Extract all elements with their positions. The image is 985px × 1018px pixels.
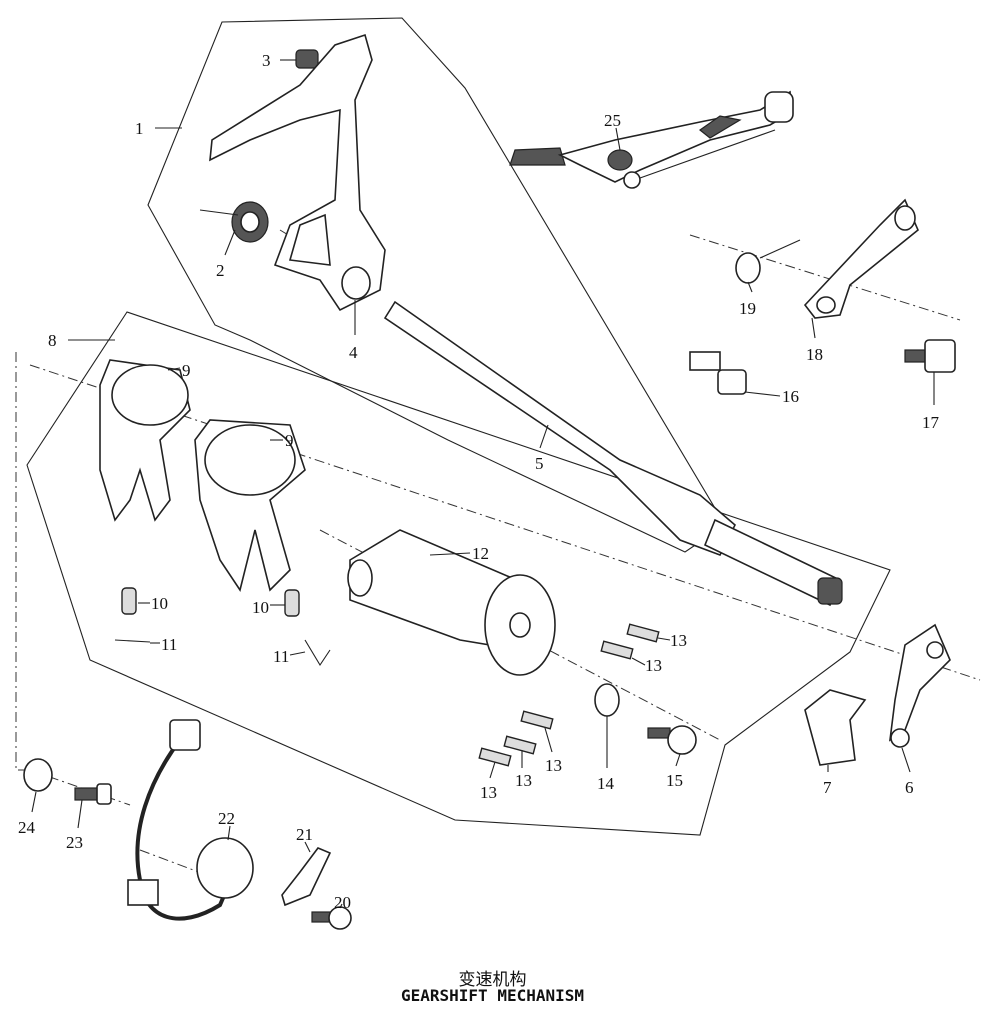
gear-pedal-part-25 <box>509 90 794 189</box>
part-label: 23 <box>66 833 83 852</box>
part-label: 2 <box>216 261 225 280</box>
pins-part-13 <box>478 623 660 767</box>
gear-sensor-part-22 <box>127 719 254 921</box>
bolt-part-23 <box>74 783 112 805</box>
group-8-outline <box>26 311 891 836</box>
clip-part-11b <box>304 639 331 667</box>
spring-part-2 <box>199 201 269 243</box>
part-label: 19 <box>739 299 756 318</box>
shift-fork-part-9b <box>194 419 306 592</box>
washer-part-14 <box>594 683 620 717</box>
reference-line <box>15 352 30 771</box>
part-label: 10 <box>151 594 168 613</box>
plate-part-21 <box>281 847 332 907</box>
pin-part-10b <box>284 589 300 617</box>
part-label: 3 <box>262 51 271 70</box>
part-label: 7 <box>823 778 832 797</box>
part-label: 12 <box>472 544 489 563</box>
part-label: 10 <box>252 598 269 617</box>
part-label: 11 <box>161 635 177 654</box>
shift-fork-part-9 <box>99 359 191 522</box>
part-label: 8 <box>48 331 57 350</box>
part-label: 6 <box>905 778 914 797</box>
part-label: 11 <box>273 647 289 666</box>
part-label: 5 <box>535 454 544 473</box>
part-label: 25 <box>604 111 621 130</box>
part-label: 16 <box>782 387 799 406</box>
part-label: 20 <box>334 893 351 912</box>
leader-lines <box>31 59 935 909</box>
part-label: 13 <box>670 631 687 650</box>
link-part-18 <box>803 198 919 319</box>
part-label: 13 <box>645 656 662 675</box>
spring-part-19 <box>735 239 801 284</box>
bolt-part-17 <box>904 339 956 373</box>
part-label: 21 <box>296 825 313 844</box>
part-label: 13 <box>545 756 562 775</box>
part-label: 9 <box>182 361 191 380</box>
part-label: 13 <box>515 771 532 790</box>
part-label: 15 <box>666 771 683 790</box>
clip-part-11 <box>114 639 151 643</box>
pin-part-10 <box>121 587 137 615</box>
title-chinese: 变速机构 <box>458 970 527 990</box>
spring-part-3 <box>295 49 319 69</box>
pin-part-16 <box>689 351 747 395</box>
washer-part-24 <box>23 758 53 792</box>
screw-part-20 <box>311 906 352 930</box>
part-label: 18 <box>806 345 823 364</box>
part-label: 9 <box>285 431 294 450</box>
part-label: 24 <box>18 818 36 837</box>
screw-part-15 <box>647 725 697 755</box>
title-english: GEARSHIFT MECHANISM <box>400 986 585 1005</box>
part-label: 17 <box>922 413 940 432</box>
part-label: 22 <box>218 809 235 828</box>
part-label: 14 <box>597 774 615 793</box>
shift-arm-part-1 <box>209 33 386 312</box>
part-labels: 3 1 2 4 25 19 18 16 17 8 9 9 5 12 10 11 … <box>18 51 940 912</box>
stopper-arm-part-6 <box>888 623 951 748</box>
part-label: 4 <box>349 343 358 362</box>
part-label: 13 <box>480 783 497 802</box>
cam-part-7 <box>804 689 867 766</box>
shift-shaft-part-5 <box>383 300 843 607</box>
part-label: 1 <box>135 119 144 138</box>
shift-drum-part-12 <box>347 529 556 676</box>
